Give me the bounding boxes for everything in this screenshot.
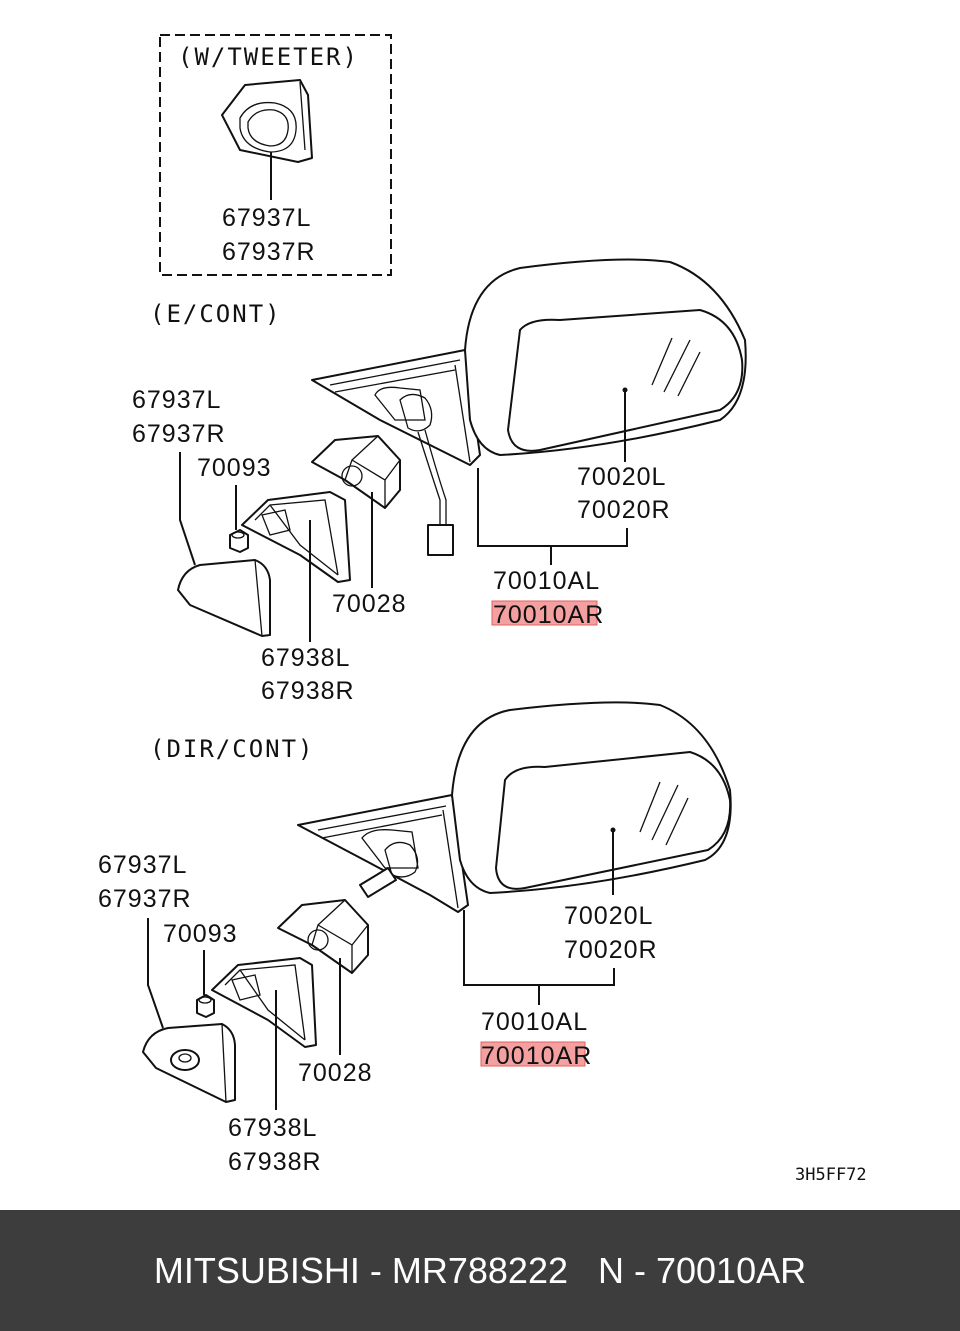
dircont-cover-right[interactable]: 67937R <box>98 885 192 913</box>
econt-nut-label[interactable]: 70093 <box>197 454 272 482</box>
footer-bar: MITSUBISHI - MR788222 N - 70010AR <box>0 1210 960 1331</box>
tweeter-box-title: (W/TWEETER) <box>178 43 359 71</box>
parts-diagram: (W/TWEETER) 67937L 67937R (E/CONT) <box>98 34 867 1185</box>
econt-bracket <box>241 491 351 583</box>
dircont-cover-left[interactable]: 67937L <box>98 851 187 879</box>
dircont-highlight <box>480 1041 586 1067</box>
dircont-glass-right[interactable]: 70020R <box>564 936 658 964</box>
footer-part-number: MITSUBISHI - MR788222 N - 70010AR <box>153 1249 807 1291</box>
dircont-nut <box>196 994 215 1018</box>
econt-assembly-right[interactable]: 70010AR <box>493 601 604 629</box>
tweeter-part-right[interactable]: 67937R <box>222 238 316 266</box>
econt-assembly-left[interactable]: 70010AL <box>493 567 600 595</box>
econt-glass-right[interactable]: 70020R <box>577 496 671 524</box>
tweeter-part-drawing <box>221 79 313 163</box>
econt-pad-label[interactable]: 70028 <box>332 590 407 618</box>
drawing-code: 3H5FF72 <box>795 1165 867 1185</box>
dircont-mirror-housing <box>297 701 732 913</box>
dircont-bracket-left[interactable]: 67938L <box>228 1114 317 1142</box>
dircont-assembly-left[interactable]: 70010AL <box>481 1008 588 1036</box>
dircont-bracket <box>211 957 317 1048</box>
tweeter-box: (W/TWEETER) 67937L 67937R <box>159 34 392 276</box>
dircont-pad <box>277 899 369 974</box>
econt-cover-left[interactable]: 67937L <box>132 386 221 414</box>
dircont-bracket-right[interactable]: 67938R <box>228 1148 322 1176</box>
econt-mirror-housing <box>311 258 747 556</box>
econt-glass-left[interactable]: 70020L <box>577 463 666 491</box>
dircont-glass-left[interactable]: 70020L <box>564 902 653 930</box>
econt-nut <box>229 529 249 553</box>
econt-cover <box>177 559 271 637</box>
dircont-nut-label[interactable]: 70093 <box>163 920 238 948</box>
econt-cover-right[interactable]: 67937R <box>132 420 226 448</box>
econt-highlight <box>491 600 598 626</box>
dircont-section: (DIR/CONT) 70020L 70020R 70010AL 70010AR <box>98 701 732 1176</box>
tweeter-part-left[interactable]: 67937L <box>222 204 311 232</box>
econt-bracket-left[interactable]: 67938L <box>261 644 350 672</box>
dircont-pad-label[interactable]: 70028 <box>298 1059 373 1087</box>
econt-title: (E/CONT) <box>150 300 282 328</box>
dircont-title: (DIR/CONT) <box>150 735 315 763</box>
econt-section: (E/CONT) 70020L 70020R 70010AL 70010AR <box>132 258 747 705</box>
dircont-assembly-right[interactable]: 70010AR <box>481 1042 592 1070</box>
econt-pad <box>311 435 401 509</box>
dircont-cover <box>142 1023 236 1103</box>
econt-bracket-right[interactable]: 67938R <box>261 677 355 705</box>
